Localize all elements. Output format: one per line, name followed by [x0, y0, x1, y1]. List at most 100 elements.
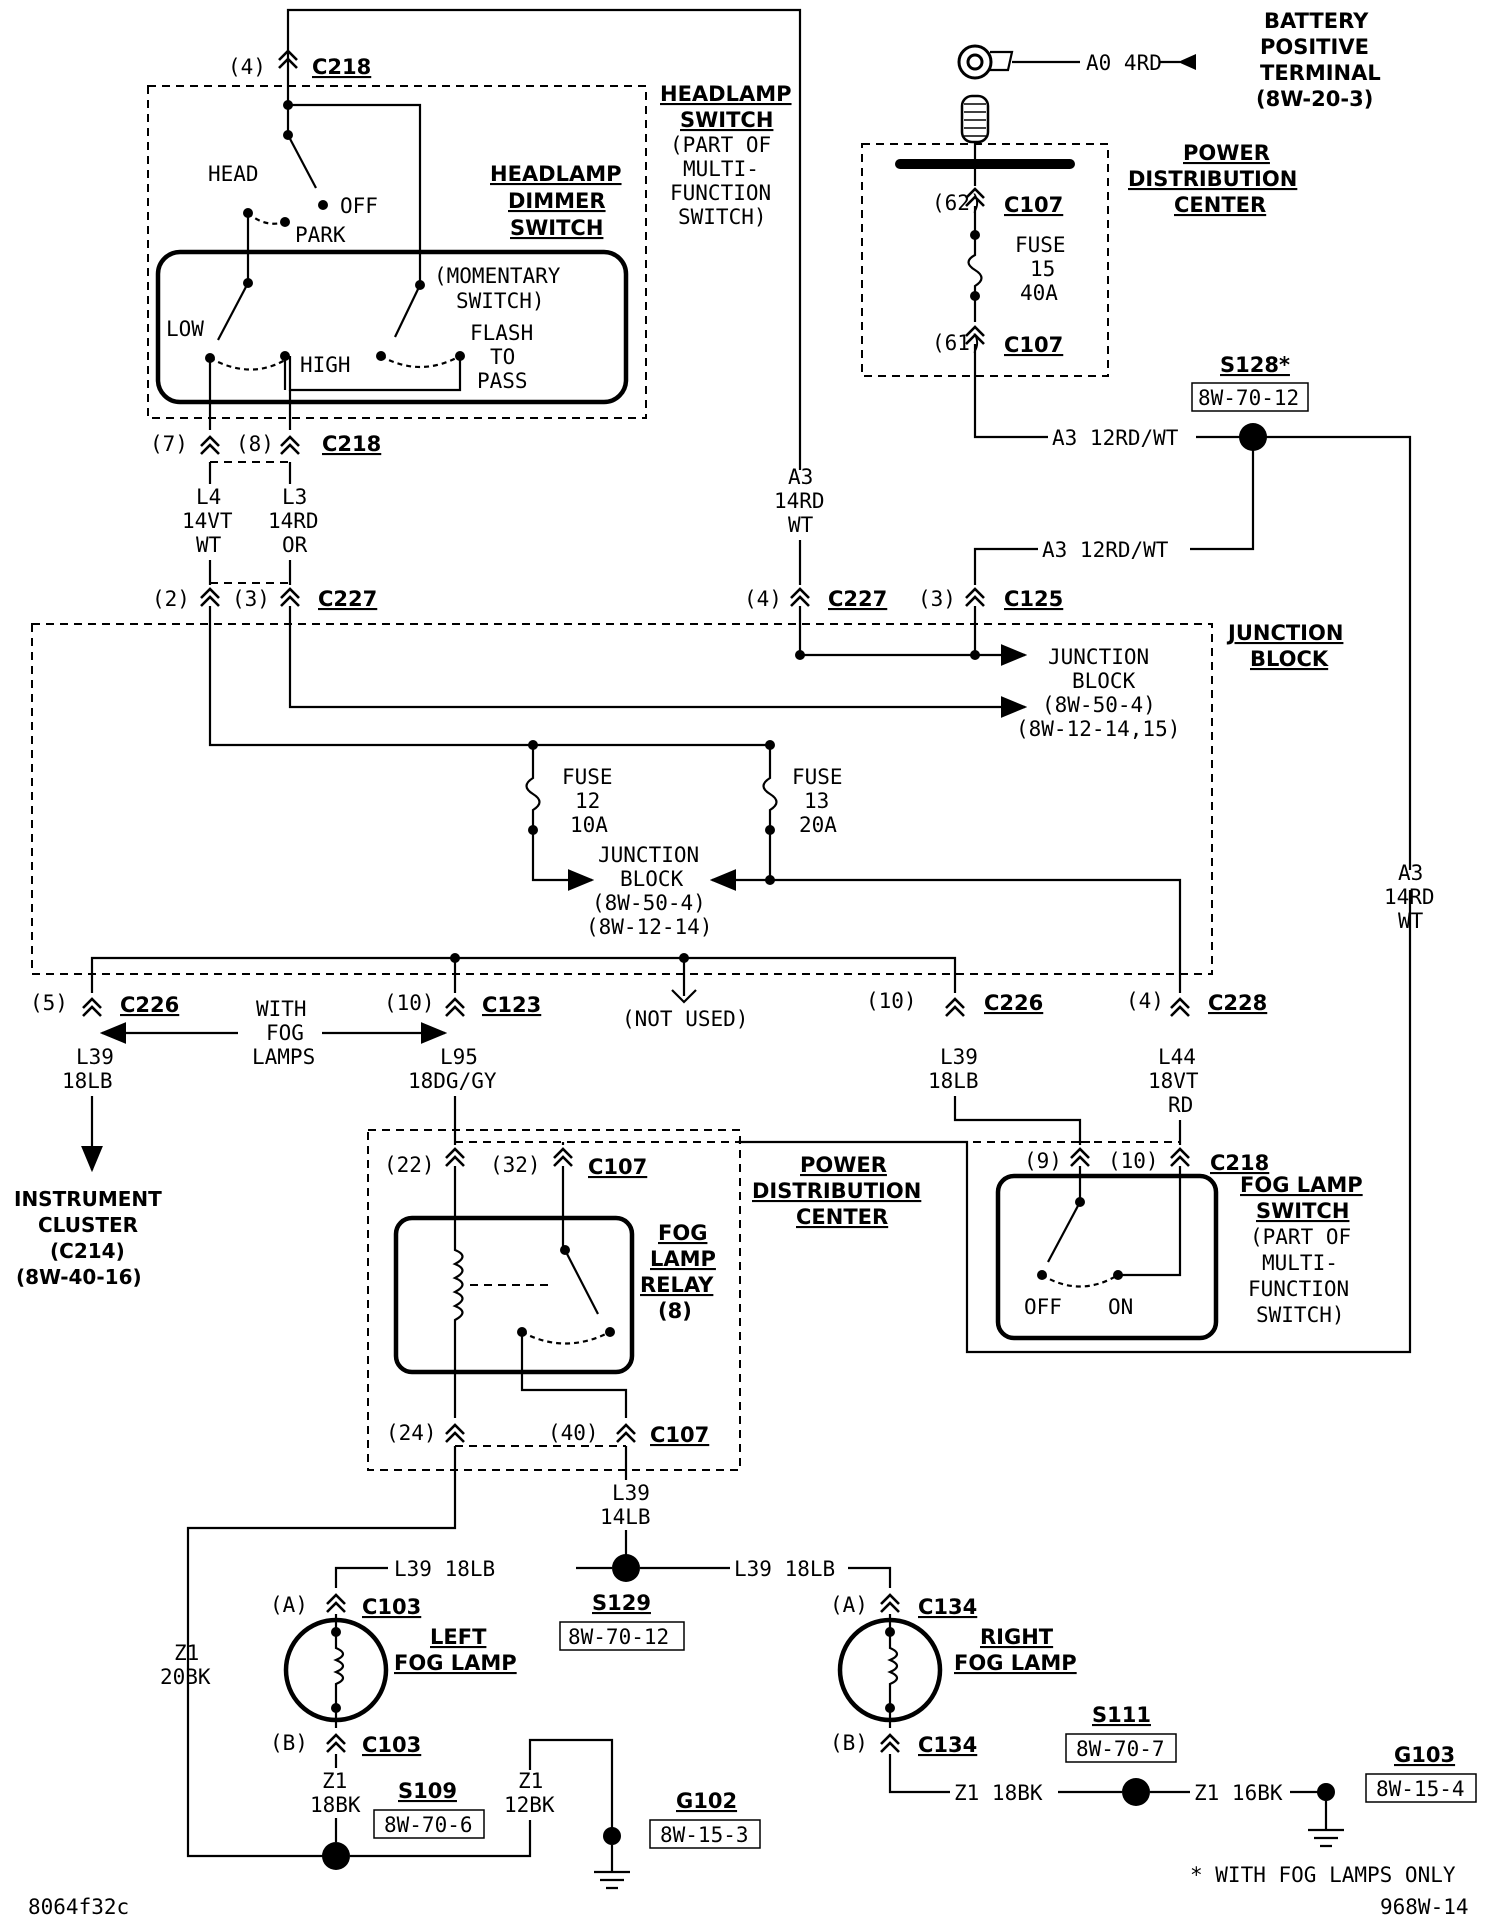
jb-ref1-line2: BLOCK	[1072, 669, 1136, 693]
battery-line4: (8W-20-3)	[1256, 87, 1373, 111]
fog-switch-note-4: SWITCH)	[1256, 1303, 1345, 1327]
headlamp-switch-note-3: FUNCTION	[670, 181, 771, 205]
headlamp-switch-note-4: SWITCH)	[678, 205, 767, 229]
page-number: 968W-14	[1380, 1895, 1469, 1919]
z1-12bk-line1: Z1	[518, 1769, 543, 1793]
l44-line1: L44	[1158, 1045, 1196, 1069]
a3-12rdwt-mid: A3 12RD/WT	[1042, 538, 1169, 562]
c107-label-bottom: C107	[1004, 333, 1063, 357]
z1-20bk-line2: 20BK	[160, 1665, 211, 1689]
footer: * WITH FOG LAMPS ONLY 8064f32c 968W-14	[28, 1863, 1469, 1919]
off-label: OFF	[340, 194, 378, 218]
c218-cavity-8: (8)	[236, 432, 274, 456]
momentary-line2: SWITCH)	[456, 289, 545, 313]
fuse13-line3: 20A	[799, 813, 837, 837]
l39-14lb-line1: L39	[612, 1481, 650, 1505]
jb-ref2-line3: (8W-50-4)	[592, 891, 706, 915]
c227-cavity-3: (3)	[232, 587, 270, 611]
c134-cavity-b: (B)	[830, 1731, 868, 1755]
footnote: * WITH FOG LAMPS ONLY	[1190, 1863, 1456, 1887]
s128-ref: 8W-70-12	[1198, 386, 1299, 410]
pdc2-title-line1: POWER	[800, 1153, 887, 1177]
junction-block-title-1: JUNCTION	[1226, 621, 1343, 645]
c107-cavity-62: (62)	[932, 191, 983, 215]
jb-ref2-line2: BLOCK	[620, 867, 684, 891]
g102-ref: 8W-15-3	[660, 1823, 749, 1847]
fog-lamps-section: L39 14LB L39 18LB L39 18LB S129 8W-70-12…	[160, 1446, 1477, 1890]
s129-label: S129	[592, 1591, 651, 1615]
headlamp-switch-title-2: SWITCH	[680, 108, 773, 132]
c123-label: C123	[482, 993, 541, 1017]
fog-relay-line4: (8)	[658, 1299, 692, 1323]
pdc-title-line1: POWER	[1183, 141, 1270, 165]
mid-wires: L4 14VT WT L3 14RD OR (2) (3) C227 A3 14…	[152, 462, 887, 611]
c226-label-left: C226	[120, 993, 179, 1017]
battery-line1: BATTERY	[1264, 9, 1369, 33]
a3-14rdwt-line3: WT	[788, 513, 814, 537]
z1-20bk-line1: Z1	[174, 1641, 199, 1665]
pdc2-title-line3: CENTER	[796, 1205, 888, 1229]
c218-cavity-4: (4)	[228, 55, 266, 79]
a3-right-line2: 14RD	[1384, 885, 1435, 909]
s111-label: S111	[1092, 1703, 1151, 1727]
dimmer-title-3: SWITCH	[510, 216, 603, 240]
l4-line1: L4	[196, 485, 221, 509]
with-fog-line1: WITH	[256, 997, 307, 1021]
l4-line3: WT	[196, 533, 222, 557]
jb-ref1-line4: (8W-12-14,15)	[1016, 717, 1180, 741]
right-fog-line1: RIGHT	[980, 1625, 1054, 1649]
c103-label-b: C103	[362, 1733, 421, 1757]
c134-label-a: C134	[918, 1595, 977, 1619]
pdc-title-line2: DISTRIBUTION	[1128, 167, 1297, 191]
fuse12-line2: 12	[575, 789, 600, 813]
jb-ref2-line1: JUNCTION	[598, 843, 699, 867]
l95-line1: L95	[440, 1045, 478, 1069]
c218-label-fog: C218	[1210, 1151, 1269, 1175]
fuse15-line1: FUSE	[1015, 233, 1066, 257]
fog-switch-title-1: FOG LAMP	[1240, 1173, 1363, 1197]
a3-14rdwt-line2: 14RD	[774, 489, 825, 513]
c227-cavity-2: (2)	[152, 587, 190, 611]
fuse12-line3: 10A	[570, 813, 608, 837]
park-label: PARK	[295, 223, 346, 247]
z1-18bk-inline: Z1 18BK	[954, 1781, 1043, 1805]
a3-14rdwt-line1: A3	[788, 465, 813, 489]
dimmer-title-1: HEADLAMP	[490, 162, 622, 186]
with-fog-line3: LAMPS	[252, 1045, 315, 1069]
right-fog-line2: FOG LAMP	[954, 1651, 1077, 1675]
dimmer-title-2: DIMMER	[508, 189, 606, 213]
fog-relay-line1: FOG	[658, 1221, 707, 1245]
instrument-cluster-line1: INSTRUMENT	[14, 1187, 162, 1211]
with-fog-line2: FOG	[266, 1021, 304, 1045]
headlamp-switch-title-1: HEADLAMP	[660, 82, 792, 106]
fog-switch-note-1: (PART OF	[1250, 1225, 1351, 1249]
flash-line1: FLASH	[470, 321, 533, 345]
c123-cavity-10: (10)	[384, 991, 435, 1015]
c107-label-top: C107	[1004, 193, 1063, 217]
flash-line2: TO	[490, 345, 515, 369]
fuse12-line1: FUSE	[562, 765, 613, 789]
junction-block-title-2: BLOCK	[1250, 647, 1329, 671]
s128-label: S128*	[1220, 353, 1290, 377]
momentary-line1: (MOMENTARY	[434, 264, 561, 288]
l39-14lb-line2: 14LB	[600, 1505, 651, 1529]
fuse15-line3: 40A	[1020, 281, 1058, 305]
l39-left-inline: L39 18LB	[394, 1557, 495, 1581]
c107-cavity-24: (24)	[386, 1421, 437, 1445]
a3-12rdwt-top: A3 12RD/WT	[1052, 426, 1179, 450]
page-code: 8064f32c	[28, 1895, 129, 1919]
c218-cavity-9: (9)	[1024, 1149, 1062, 1173]
c107-cavity-22: (22)	[384, 1153, 435, 1177]
c125-cavity-3: (3)	[918, 587, 956, 611]
c103-label-a: C103	[362, 1595, 421, 1619]
l3-line1: L3	[282, 485, 307, 509]
c134-label-b: C134	[918, 1733, 977, 1757]
c226-label-right: C226	[984, 991, 1043, 1015]
pdc-section: A0 4RD BATTERY POSITIVE TERMINAL (8W-20-…	[861, 9, 1412, 870]
z1-18bk-line2: 18BK	[310, 1793, 361, 1817]
c107-cavity-32: (32)	[490, 1153, 541, 1177]
a3-right-line1: A3	[1398, 861, 1423, 885]
c125-label: C125	[1004, 587, 1063, 611]
c228-label: C228	[1208, 991, 1267, 1015]
